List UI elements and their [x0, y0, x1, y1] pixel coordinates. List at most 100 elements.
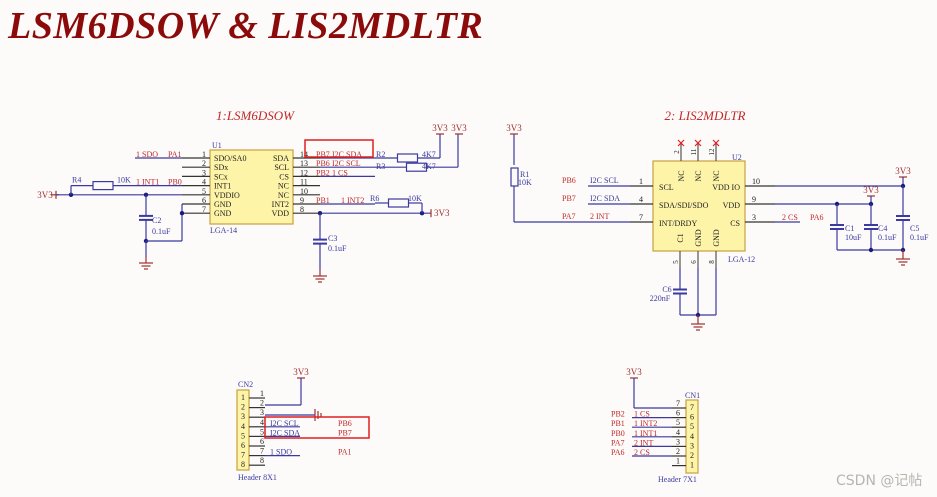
u1-pin-name: SDA	[273, 154, 289, 163]
u1-pin-number: 14	[300, 150, 308, 159]
u1-pin-name: SDO/SA0	[214, 154, 246, 163]
schematic-title: LSM6DSOW & LIS2MDLTR	[8, 5, 484, 47]
cn1-pin-label: 3	[676, 437, 680, 446]
port-label-pb1: PB1	[316, 196, 330, 205]
net-label-1_int2: 1 INT2	[634, 419, 657, 428]
r3-ref: R3	[376, 162, 385, 171]
u2-pin-name: VDD IO	[712, 183, 740, 192]
power-label-3v3: 3V3	[432, 123, 448, 133]
port-label-pb2: PB2	[611, 410, 625, 419]
highlight-i2c-cn2	[264, 416, 370, 439]
u1-pin-number: 9	[300, 196, 304, 205]
c4-value: 0.1uF	[878, 233, 897, 242]
power-label-3v3: 3V3	[451, 123, 467, 133]
u2-pin-name: VDD	[723, 201, 741, 210]
net-label-1_int1: 1 INT1	[634, 429, 657, 438]
c2-value: 0.1uF	[152, 227, 171, 236]
u1-designator: U1	[212, 141, 222, 150]
u1-pin-name: INT1	[214, 182, 231, 191]
net-label-2_int: 2 INT	[590, 212, 609, 221]
c5-ref: C5	[910, 224, 919, 233]
cn1-designator: CN1	[685, 391, 700, 400]
cn1-pin-label: 4	[676, 428, 680, 437]
cn2-pin-label: 7	[260, 447, 264, 456]
u1-pin-name: SCL	[274, 163, 289, 172]
u1-pin-number: 3	[202, 168, 206, 177]
c5-value: 0.1uF	[910, 233, 929, 242]
r2-body	[396, 153, 419, 163]
port-label-pb1: PB1	[611, 419, 625, 428]
u2-pin-number: 12	[708, 148, 716, 156]
r6-value: 10K	[408, 194, 422, 203]
cn1-pin-number: 3	[690, 441, 694, 450]
u1-pin-number: 13	[300, 159, 308, 168]
cn2-pin-number: 2	[241, 403, 245, 412]
u2-pin-name: INT/DRDY	[659, 219, 697, 228]
cn2-pin-label: 8	[260, 456, 264, 465]
u2-pin-name: GND	[712, 229, 721, 247]
port-label-pa1: PA1	[168, 150, 182, 159]
net-label-i2c_sda: I2C SDA	[270, 428, 300, 437]
u1-pin-name: SCx	[214, 172, 228, 181]
u2-pin-number: 9	[752, 195, 756, 204]
cn2-pin-number: 3	[241, 412, 245, 421]
u2-pin-number: 1	[639, 177, 643, 186]
no-connect-x	[677, 139, 685, 147]
port-label-pb7: PB7	[562, 194, 576, 203]
u2-pin-name: SDA/SDI/SDO	[659, 201, 709, 210]
r4-value: 10K	[117, 176, 131, 185]
u2-package: LGA-12	[728, 255, 755, 264]
u1-pin-number: 12	[300, 168, 308, 177]
port-label-pb6: PB6	[316, 159, 330, 168]
net-label-i2c_scl: I2C SCL	[332, 159, 361, 168]
cn1-pin-label: 6	[676, 409, 680, 418]
u1-pin-name: VDDIO	[214, 191, 240, 200]
net-label-1_sdo: 1 SDO	[136, 150, 158, 159]
u2-pin-name: SCL	[659, 183, 674, 192]
u1-pin-number: 1	[202, 150, 206, 159]
junction-dot	[868, 247, 874, 253]
cn2-pin-label: 3	[260, 408, 264, 417]
power-label-3v3: 3V3	[895, 166, 911, 176]
cn2-body	[236, 389, 250, 471]
junction-dot	[179, 211, 185, 216]
u1-pin-number: 4	[202, 178, 206, 187]
u1-pin-number: 11	[300, 178, 308, 187]
u2-pin-number: 3	[752, 213, 756, 222]
cn2-pin-number: 7	[241, 451, 245, 460]
cn1-pin-number: 2	[690, 451, 694, 460]
net-label-i2c_scl: I2C SCL	[590, 176, 619, 185]
c4-ref: C4	[878, 224, 887, 233]
net-label-i2c_scl: I2C SCL	[270, 419, 299, 428]
r2-value: 4K7	[422, 150, 436, 159]
u1-pin-name: GND	[214, 209, 232, 218]
u1-pin-name: NC	[278, 182, 289, 191]
cn2-pin-label: 6	[260, 437, 264, 446]
cn1-footprint: Header 7X1	[658, 475, 697, 484]
port-label-pa6: PA6	[611, 448, 625, 457]
cn2-footprint: Header 8X1	[238, 473, 277, 482]
u2-pin-name: C1	[676, 233, 685, 242]
u2-pin-name: NC	[677, 170, 686, 181]
cn2-pin-number: 6	[241, 441, 245, 450]
cn2-pin-number: 5	[241, 431, 245, 440]
u2-pin-number: 5	[672, 260, 680, 264]
net-label-1_int2: 1 INT2	[341, 196, 364, 205]
u1-pin-number: 6	[202, 196, 206, 205]
c3-value: 0.1uF	[328, 244, 347, 253]
cn1-pin-label: 7	[676, 399, 680, 408]
u1-pin-number: 2	[202, 159, 206, 168]
cn1-pin-number: 7	[690, 403, 694, 412]
net-label-i2c_sda: I2C SDA	[332, 150, 362, 159]
c1-value: 10uF	[845, 233, 862, 242]
u1-section-title: 1:LSM6DSOW	[216, 108, 295, 123]
power-label-3v3: 3V3	[863, 185, 879, 195]
cn1-pin-number: 5	[690, 422, 694, 431]
c1-ref: C1	[845, 224, 854, 233]
port-label-pb0: PB0	[611, 429, 625, 438]
power-label-3v3: 3V3	[37, 190, 53, 200]
r1-body	[510, 167, 519, 187]
u1-pin-name: INT2	[272, 200, 289, 209]
u2-pin-number: 6	[690, 260, 698, 264]
u2-pin-number: 4	[639, 195, 643, 204]
